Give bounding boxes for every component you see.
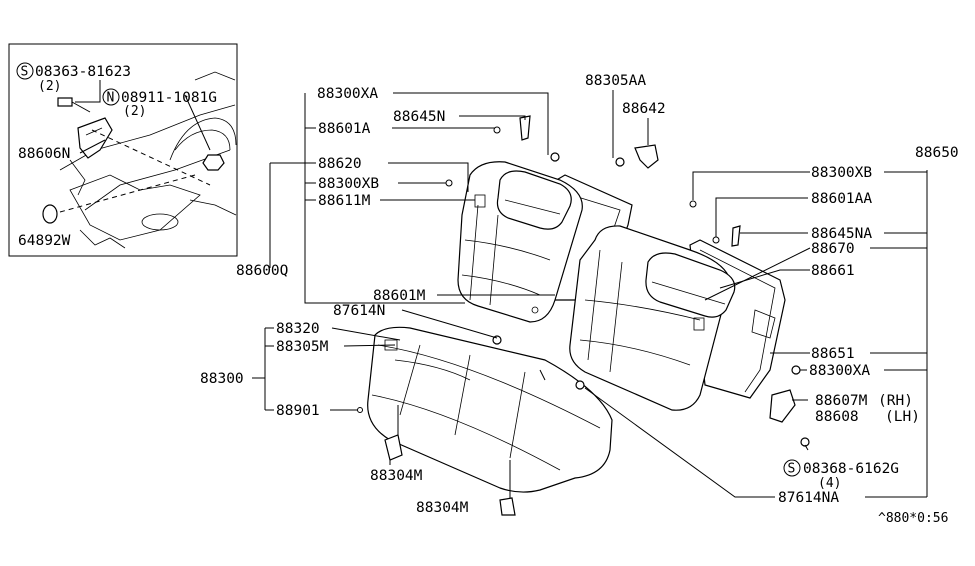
svg-text:S: S bbox=[788, 462, 796, 477]
label-88620: 88620 bbox=[318, 156, 362, 172]
label-88901: 88901 bbox=[276, 403, 320, 419]
label-88651: 88651 bbox=[811, 346, 855, 362]
label-64892w: 64892W bbox=[18, 233, 71, 249]
label-88304m-a: 88304M bbox=[370, 468, 423, 484]
label-88607m: 88607M bbox=[815, 393, 868, 409]
nut-symbol-icon: N bbox=[102, 88, 120, 106]
label-88305aa: 88305AA bbox=[585, 73, 646, 89]
label-87614na: 87614NA bbox=[778, 490, 839, 506]
label-88305m: 88305M bbox=[276, 339, 329, 355]
label-88645na: 88645NA bbox=[811, 226, 872, 242]
label-88606n: 88606N bbox=[18, 146, 70, 162]
label-88300xb-left: 88300XB bbox=[318, 176, 379, 192]
label-88320: 88320 bbox=[276, 321, 320, 337]
label-88670: 88670 bbox=[811, 241, 855, 257]
nut-part bbox=[202, 154, 225, 171]
label-88611m: 88611M bbox=[318, 193, 371, 209]
label-88661: 88661 bbox=[811, 263, 855, 279]
screw-symbol-icon: S bbox=[783, 459, 801, 477]
svg-text:S: S bbox=[21, 65, 29, 80]
label-88600q: 88600Q bbox=[236, 263, 288, 279]
right-seatback bbox=[569, 225, 786, 411]
label-88300xb-right: 88300XB bbox=[811, 165, 872, 181]
screw-symbol-icon: S bbox=[16, 62, 34, 80]
part-labels: 88300XA 88645N 88601A 88620 88300XB 8861… bbox=[200, 73, 959, 526]
seat-cushion bbox=[367, 326, 613, 516]
label-88300xa-right: 88300XA bbox=[809, 363, 870, 379]
screw-part bbox=[57, 97, 91, 113]
label-nut-qty: (2) bbox=[123, 104, 146, 119]
label-87614n: 87614N bbox=[333, 303, 385, 319]
plug-part bbox=[42, 204, 58, 224]
label-08368-6162g: 08368-6162G bbox=[803, 461, 899, 477]
small-parts bbox=[357, 115, 810, 447]
label-screw-qty: (2) bbox=[38, 79, 61, 94]
label-88645n: 88645N bbox=[393, 109, 445, 125]
label-88601a: 88601A bbox=[318, 121, 371, 137]
label-88300xa-top: 88300XA bbox=[317, 86, 378, 102]
label-88601aa: 88601AA bbox=[811, 191, 872, 207]
label-88608: 88608 bbox=[815, 409, 859, 425]
label-08911-1081g: 08911-1081G bbox=[121, 90, 217, 106]
leader-lines bbox=[252, 90, 928, 498]
label-88642: 88642 bbox=[622, 101, 666, 117]
label-08368-qty: (4) bbox=[818, 476, 841, 491]
bracket-88606n bbox=[77, 117, 113, 159]
label-88300: 88300 bbox=[200, 371, 244, 387]
reference-code: ^880*0:56 bbox=[878, 511, 948, 526]
label-88601m: 88601M bbox=[373, 288, 426, 304]
left-seatback bbox=[457, 161, 633, 323]
svg-text:N: N bbox=[107, 91, 115, 106]
label-08363-81623: 08363-81623 bbox=[35, 64, 131, 80]
label-88608-side: (LH) bbox=[885, 409, 920, 425]
label-88304m-b: 88304M bbox=[416, 500, 469, 516]
label-88650: 88650 bbox=[915, 145, 959, 161]
label-88607m-side: (RH) bbox=[878, 393, 913, 409]
inset-detail: S 08363-81623 (2) N 08911-1081G (2) 8860… bbox=[8, 43, 238, 257]
